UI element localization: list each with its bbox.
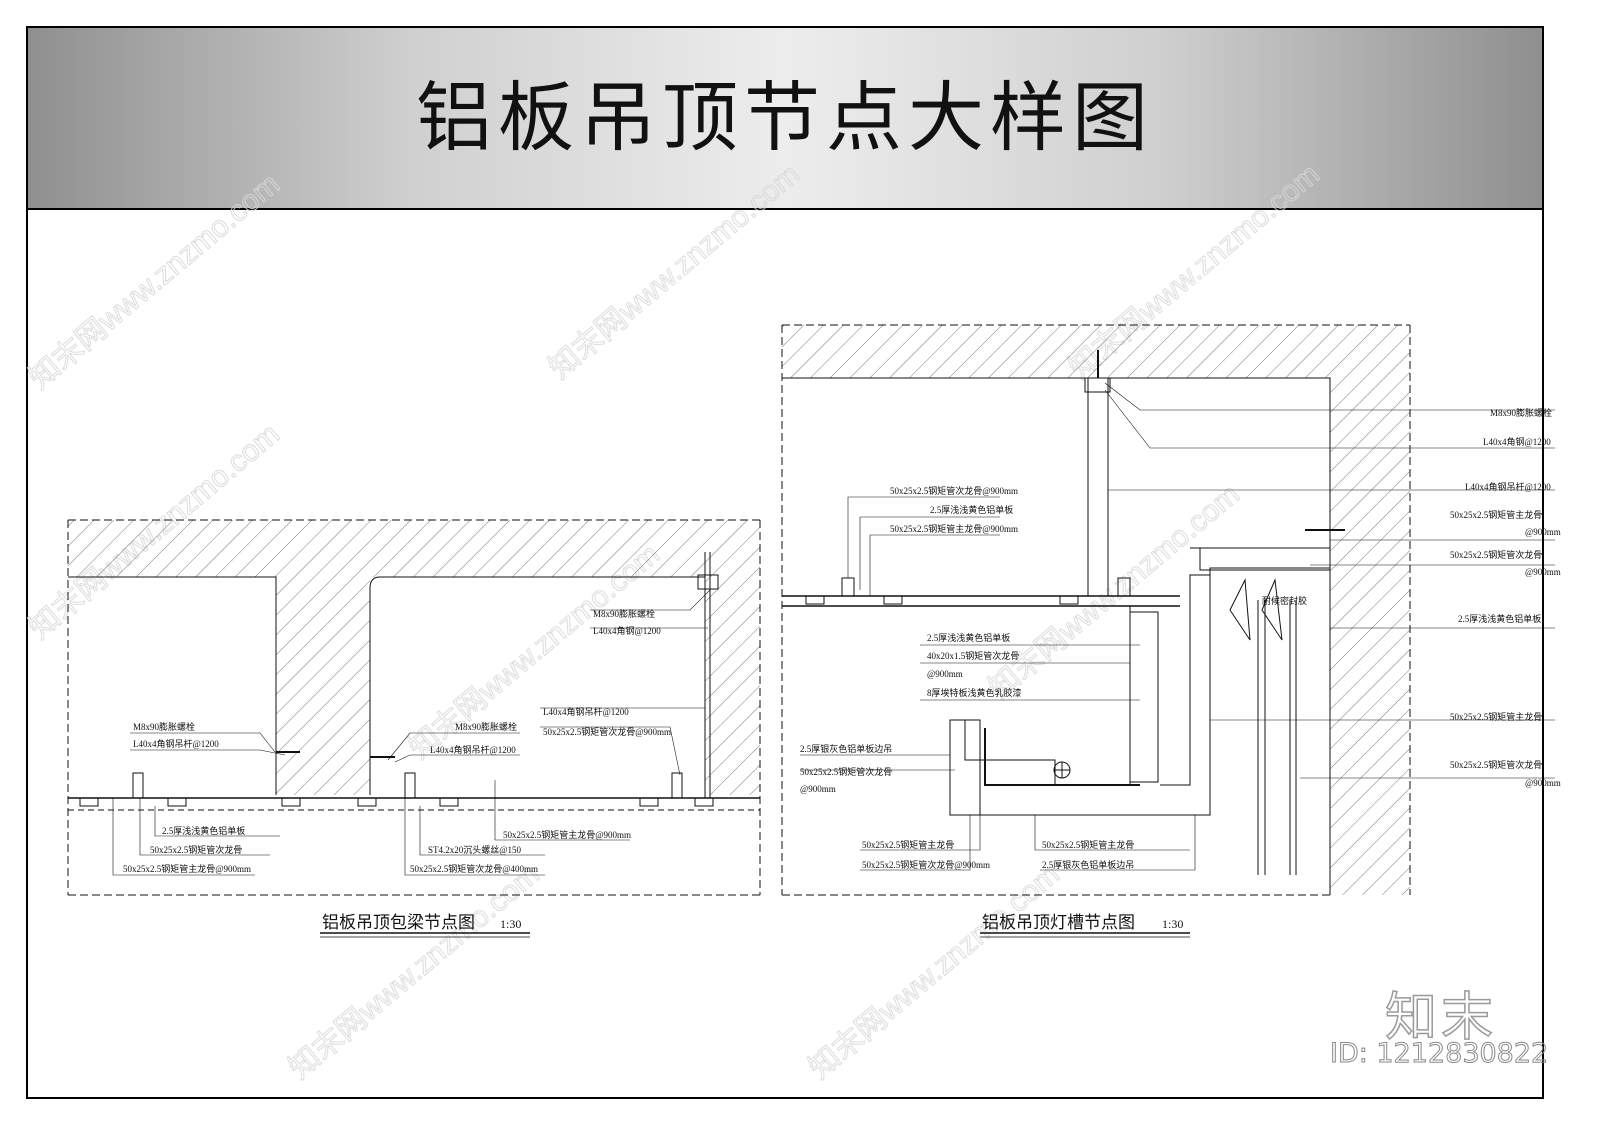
label: L40x4角钢吊杆@1200 bbox=[543, 706, 629, 717]
right-detail bbox=[781, 324, 1555, 938]
label: 50x25x2.5钢矩管次龙骨@900mm bbox=[543, 726, 671, 737]
label: 50x25x2.5钢矩管次龙骨 bbox=[150, 844, 242, 855]
watermark-text: 知末网www.znzmo.com bbox=[23, 168, 286, 396]
label: 50x25x2.5钢矩管次龙骨 bbox=[1450, 759, 1542, 770]
label: 50x25x2.5钢矩管次龙骨 bbox=[800, 766, 892, 777]
sealant-profile bbox=[1229, 578, 1251, 641]
label: 50x25x2.5钢矩管次龙骨@400mm bbox=[410, 863, 538, 874]
right-labels: M8x90膨胀螺栓 L40x4角钢@1200 L40x4角钢吊杆@1200 50… bbox=[800, 407, 1561, 932]
watermark-text: 知末网www.znzmo.com bbox=[283, 858, 546, 1086]
label: M8x90膨胀螺栓 bbox=[1490, 407, 1552, 418]
beam-hatch bbox=[276, 577, 370, 795]
label: L40x4角钢吊杆@1200 bbox=[133, 738, 219, 749]
label: 2.5厚浅浅黄色铝单板 bbox=[1458, 613, 1541, 624]
label: 8厚埃特板浅黄色乳胶漆 bbox=[927, 687, 1022, 698]
detail-scale: 1:30 bbox=[1162, 917, 1183, 931]
label: 2.5厚银灰色铝单板边吊 bbox=[1042, 859, 1134, 870]
runner-profile bbox=[671, 772, 683, 799]
label: 2.5厚银灰色铝单板边吊 bbox=[800, 743, 892, 754]
label: L40x4角钢@1200 bbox=[1483, 436, 1551, 447]
runner-profile bbox=[132, 772, 144, 799]
label: ST4.2x20沉头螺丝@150 bbox=[428, 844, 522, 855]
label: M8x90膨胀螺栓 bbox=[133, 721, 195, 732]
left-labels: M8x90膨胀螺栓 L40x4角钢@1200 L40x4角钢吊杆@1200 50… bbox=[123, 608, 671, 932]
label: @900mm bbox=[1525, 527, 1561, 537]
label: 2.5厚浅浅黄色铝单板 bbox=[930, 504, 1013, 515]
runner-profile bbox=[404, 772, 416, 799]
upper-cove bbox=[1190, 547, 1331, 815]
title-bar: 铝板吊顶节点大样图 bbox=[28, 28, 1542, 210]
label: 2.5厚浅浅黄色铝单板 bbox=[162, 825, 245, 836]
steel-hanger bbox=[1087, 377, 1109, 597]
label: M8x90膨胀螺栓 bbox=[593, 608, 655, 619]
label: @900mm bbox=[927, 669, 963, 679]
brand-watermark: 知末 bbox=[1384, 987, 1498, 1049]
label: L40x4角钢吊杆@1200 bbox=[430, 744, 516, 755]
label: L40x4角钢吊杆@1200 bbox=[1465, 481, 1551, 492]
clip bbox=[79, 797, 99, 807]
label: 50x25x2.5钢矩管次龙骨@900mm bbox=[890, 485, 1018, 496]
label: 50x25x2.5钢矩管次龙骨@900mm bbox=[862, 859, 990, 870]
label: 50x25x2.5钢矩管主龙骨 bbox=[862, 839, 954, 850]
left-detail bbox=[67, 519, 761, 938]
wall-outline bbox=[782, 377, 1331, 895]
label: @900mm bbox=[1525, 778, 1561, 788]
anchor-bracket bbox=[697, 574, 719, 590]
concrete-slab-hatch bbox=[68, 520, 760, 795]
label: 50x25x2.5钢矩管次龙骨 bbox=[1450, 549, 1542, 560]
watermark-text: 知末网www.znzmo.com bbox=[983, 478, 1246, 706]
label: @900mm bbox=[800, 784, 836, 794]
beam-outline-left bbox=[68, 576, 277, 795]
page-title: 铝板吊顶节点大样图 bbox=[416, 73, 1154, 162]
label: 50x25x2.5钢矩管主龙骨@900mm bbox=[890, 523, 1018, 534]
label: 2.5厚浅浅黄色铝单板 bbox=[927, 632, 1010, 643]
label: L40x4角钢@1200 bbox=[593, 625, 661, 636]
label: 50x25x2.5钢矩管主龙骨@900mm bbox=[503, 829, 631, 840]
watermark-text: 知末网www.znzmo.com bbox=[803, 858, 1066, 1086]
detail-scale: 1:30 bbox=[500, 917, 521, 931]
label: 耐候密封胶 bbox=[1262, 595, 1307, 606]
label: 50x25x2.5钢矩管主龙骨 bbox=[1450, 711, 1542, 722]
concrete-slab-hatch bbox=[782, 325, 1410, 895]
watermark-text: 知末网www.znzmo.com bbox=[543, 158, 806, 386]
label: M8x90膨胀螺栓 bbox=[455, 721, 517, 732]
label: 50x25x2.5钢矩管主龙骨 bbox=[1042, 839, 1134, 850]
detail-caption: 铝板吊顶灯槽节点图 bbox=[982, 913, 1135, 932]
label: 40x20x1.5钢矩管次龙骨 bbox=[927, 650, 1019, 661]
label: 50x25x2.5钢矩管主龙骨 bbox=[1450, 509, 1542, 520]
beam-outline-right bbox=[369, 576, 705, 795]
detail-caption: 铝板吊顶包梁节点图 bbox=[322, 913, 475, 932]
cove-board bbox=[1129, 611, 1159, 783]
label: @900mm bbox=[1525, 567, 1561, 577]
image-id: ID: 1212830822 bbox=[1329, 1038, 1549, 1070]
label: 50x25x2.5钢矩管主龙骨@900mm bbox=[123, 863, 251, 874]
